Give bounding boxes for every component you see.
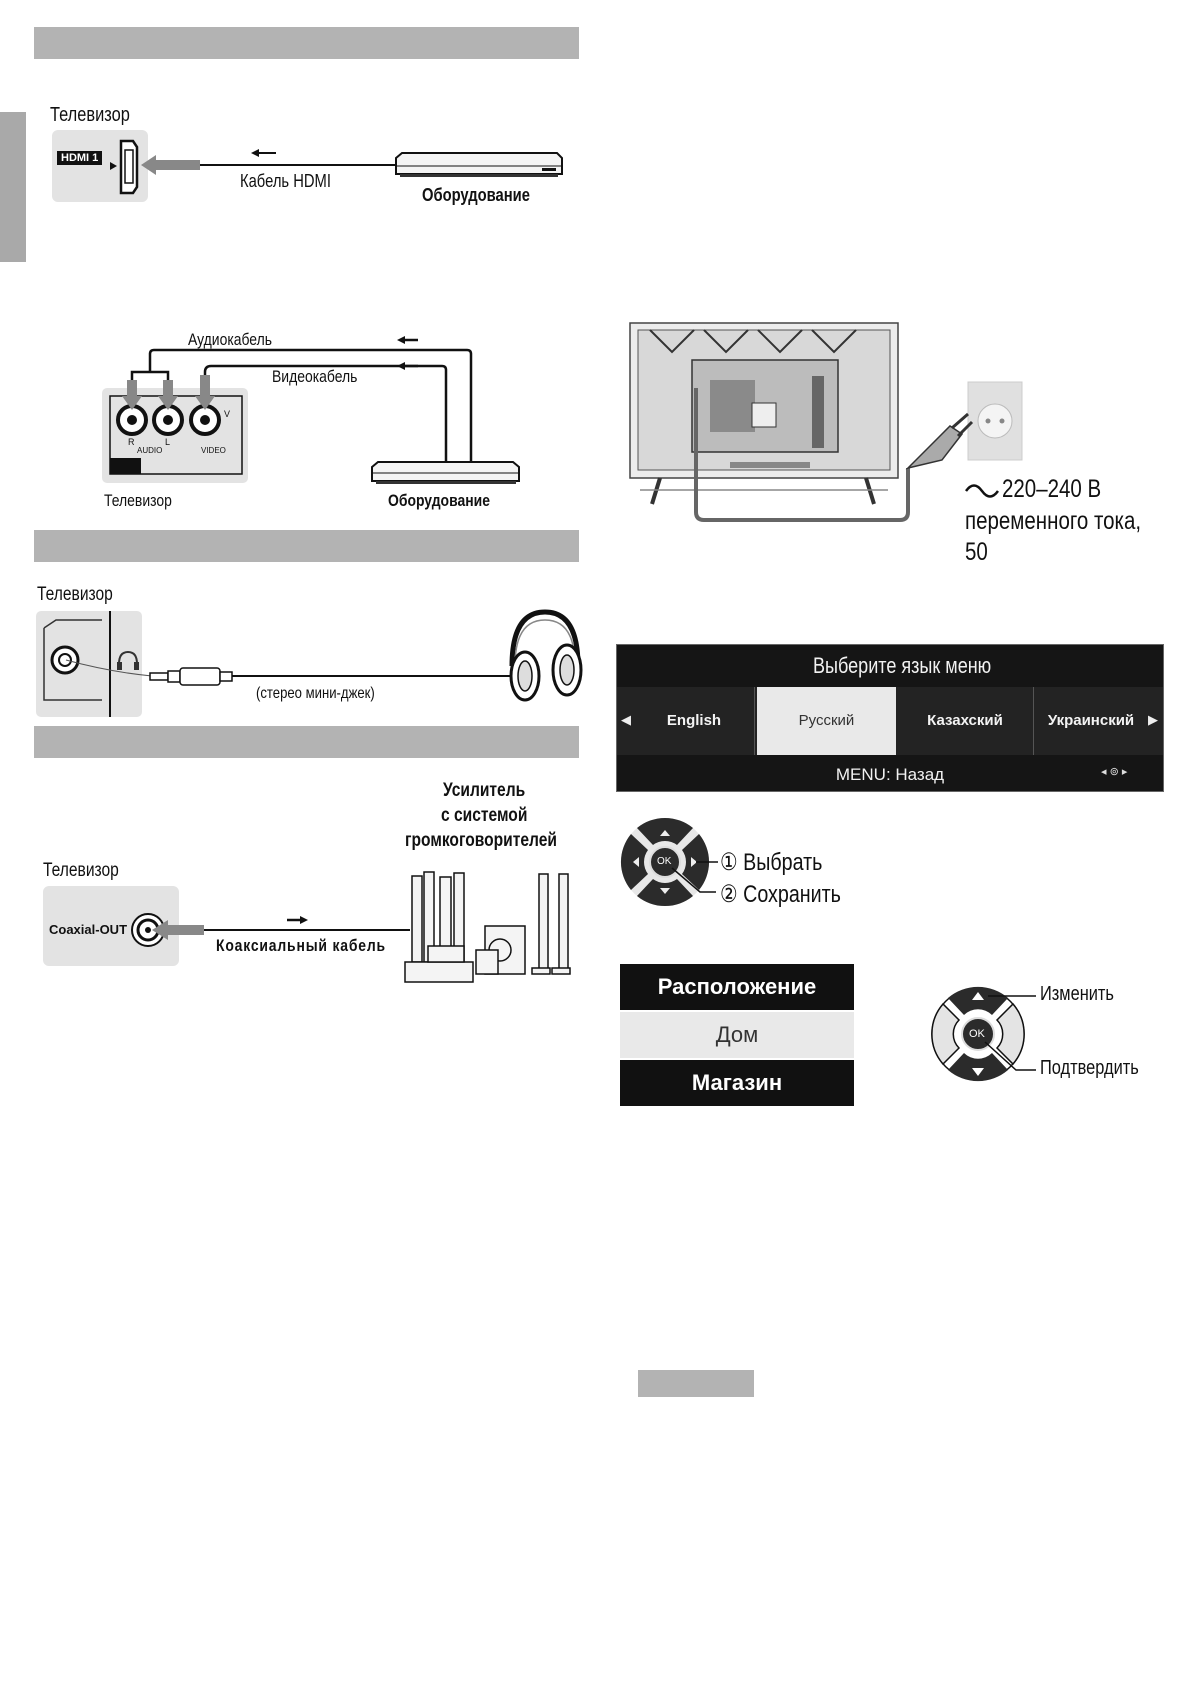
hdmi-direction-arrow-icon [251,149,259,157]
remote1-ok-button [649,846,681,878]
hdmi-diagram [110,139,563,195]
coaxial-diagram [131,871,571,983]
language-menu-footer: MENU: Назад [835,765,945,784]
hp-small-headphones-icon [117,650,139,670]
section-bar-note [638,1370,754,1397]
hp-jack-label: (стерео мини-джек) [256,685,375,702]
language-option-english[interactable]: English [666,712,722,729]
language-scroll-left-icon[interactable]: ◀ [621,712,631,727]
language-menu-title: Выберите язык меню [813,653,992,678]
av-jack-label-l: L [165,437,171,447]
hp-tv-label: Телевизор [37,584,113,605]
coax-speaker-system-icon [404,871,571,983]
coax-port-icon [131,913,165,947]
coax-plug-arrow-icon [152,920,204,940]
section-bar-coaxial [34,726,579,758]
tv-back-icon [629,322,899,505]
location-option-store[interactable]: Магазин [620,1060,854,1106]
wall-socket-icon [967,381,1023,461]
hp-minijack-plug-icon [149,667,233,686]
menu-divider [1033,687,1034,755]
av-video-cable-label: Видеокабель [272,367,358,386]
av-tv-label: Телевизор [104,491,172,510]
hdmi-port-label: HDMI 1 [57,151,103,165]
remote1-ok-label[interactable]: OK [657,856,672,867]
power-voltage: 220–240 В [1002,475,1102,503]
coax-amp-line2: с системой [441,805,528,826]
av-jack-label-video: VIDEO [201,446,226,455]
av-diagram [109,336,520,484]
power-cable [694,388,910,522]
language-option-ukrainian[interactable]: Украинский [1047,712,1135,729]
coax-amp-line3: громкоговорителей [405,830,557,851]
power-plug-icon [905,412,974,470]
tv-back-diagram [629,322,1023,522]
ac-symbol-icon [964,484,1000,498]
coax-tv-label: Телевизор [43,860,119,881]
remote-dpad-1 [620,817,718,907]
remote1-save-step: ② Сохранить [720,881,841,908]
av-audio-cable-label: Аудиокабель [188,330,272,349]
section-bar-hdmi [34,27,579,59]
remote2-ok-label[interactable]: OK [969,1028,985,1040]
hdmi-pointer-icon [110,162,117,170]
power-frequency: 50 [965,538,988,566]
location-option-home[interactable]: Дом [620,1012,854,1058]
hp-headphones-icon [509,609,583,702]
power-current: переменного тока, [965,507,1142,535]
language-option-kazakh[interactable]: Казахский [927,712,1003,729]
av-device-icon [371,461,520,484]
av-jack-label-r: R [128,437,135,447]
location-menu: Расположение Дом Магазин [620,964,854,1106]
remote2-confirm-label: Подтвердить [1040,1057,1139,1079]
hdmi-device-icon [395,152,563,177]
av-jack-label-audio: AUDIO [137,446,163,455]
menu-ok-nav-icon: ◂ ⊚ ▸ [1101,766,1128,778]
language-menu: Выберите язык меню ◀ English Русский Каз… [616,644,1164,792]
av-jack-v-icon [189,404,221,436]
hdmi-tv-label: Телевизор [50,104,130,126]
av-black-block [110,458,141,474]
location-menu-title: Расположение [620,964,854,1010]
hdmi-cable-label: Кабель HDMI [240,171,331,191]
remote2-change-label: Изменить [1040,983,1114,1005]
hp-jack-icon [50,645,80,675]
av-device-label: Оборудование [388,491,490,510]
coax-port-label: Coaxial-OUT [49,922,128,937]
section-bar-headphones [34,530,579,562]
language-scroll-right-icon[interactable]: ▶ [1148,712,1158,727]
coax-direction-arrow-icon [300,916,308,924]
side-tab [0,112,26,262]
coax-amp-line1: Усилитель [443,780,526,801]
menu-divider [754,687,755,755]
headphones-diagram [43,609,583,717]
language-options-row: ◀ English Русский Казахский Украинский ▶ [617,687,1163,755]
av-video-arrow-icon [397,362,405,370]
coax-cable-label: Коаксиальный кабель [216,936,386,955]
av-jack-label-v: V [224,409,231,419]
hdmi-plug-arrow-icon [141,155,200,175]
remote-dpad-2 [931,986,1036,1082]
remote1-select-step: ① Выбрать [720,849,823,876]
language-option-russian[interactable]: Русский [757,687,896,755]
hdmi-device-label: Оборудование [422,185,530,205]
av-audio-arrow-icon [397,336,405,344]
